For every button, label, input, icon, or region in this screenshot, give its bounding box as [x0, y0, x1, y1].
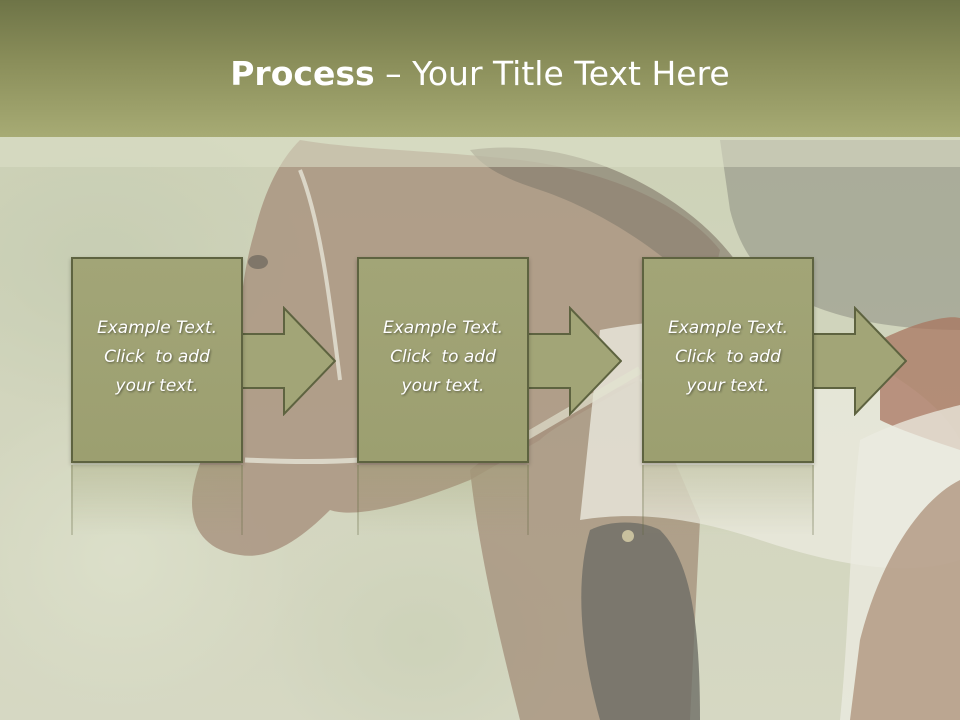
title-regular-part: – Your Title Text Here — [374, 54, 730, 93]
step-2-text[interactable]: Example Text. Click to add your text. — [359, 314, 527, 401]
horse-mane-shape — [470, 147, 735, 290]
step-1-line-2: Click to add — [104, 347, 210, 367]
step-1-line-3: your text. — [115, 376, 199, 396]
step-1-reflection — [71, 465, 243, 535]
slide-title[interactable]: Process – Your Title Text Here — [0, 52, 960, 96]
process-step-1[interactable]: Example Text. Click to add your text. — [71, 257, 243, 463]
step-3-line-2: Click to add — [675, 347, 781, 367]
rider-boot-shape — [581, 522, 700, 720]
step-2-reflection — [357, 465, 529, 535]
bridle-noseband — [244, 457, 361, 464]
boot-button-shape — [622, 530, 634, 542]
process-step-2[interactable]: Example Text. Click to add your text. — [357, 257, 529, 463]
step-2-line-2: Click to add — [390, 347, 496, 367]
horse-eye-shape — [248, 255, 268, 269]
horse-body-shape — [850, 480, 960, 720]
step-3-text[interactable]: Example Text. Click to add your text. — [644, 314, 812, 401]
title-bold-part: Process — [230, 54, 375, 93]
process-arrow-1-icon — [240, 306, 336, 416]
process-arrow-3-icon — [811, 306, 907, 416]
step-3-reflection — [642, 465, 814, 535]
title-underband — [0, 137, 960, 167]
step-3-line-3: your text. — [686, 376, 770, 396]
step-2-line-3: your text. — [401, 376, 485, 396]
process-step-3[interactable]: Example Text. Click to add your text. — [642, 257, 814, 463]
bridle-strap — [298, 169, 342, 381]
title-bar: Process – Your Title Text Here — [0, 0, 960, 137]
step-2-line-1: Example Text. — [382, 318, 504, 338]
step-3-line-1: Example Text. — [667, 318, 789, 338]
process-arrow-2-icon — [526, 306, 622, 416]
step-1-line-1: Example Text. — [96, 318, 218, 338]
step-1-text[interactable]: Example Text. Click to add your text. — [73, 314, 241, 401]
